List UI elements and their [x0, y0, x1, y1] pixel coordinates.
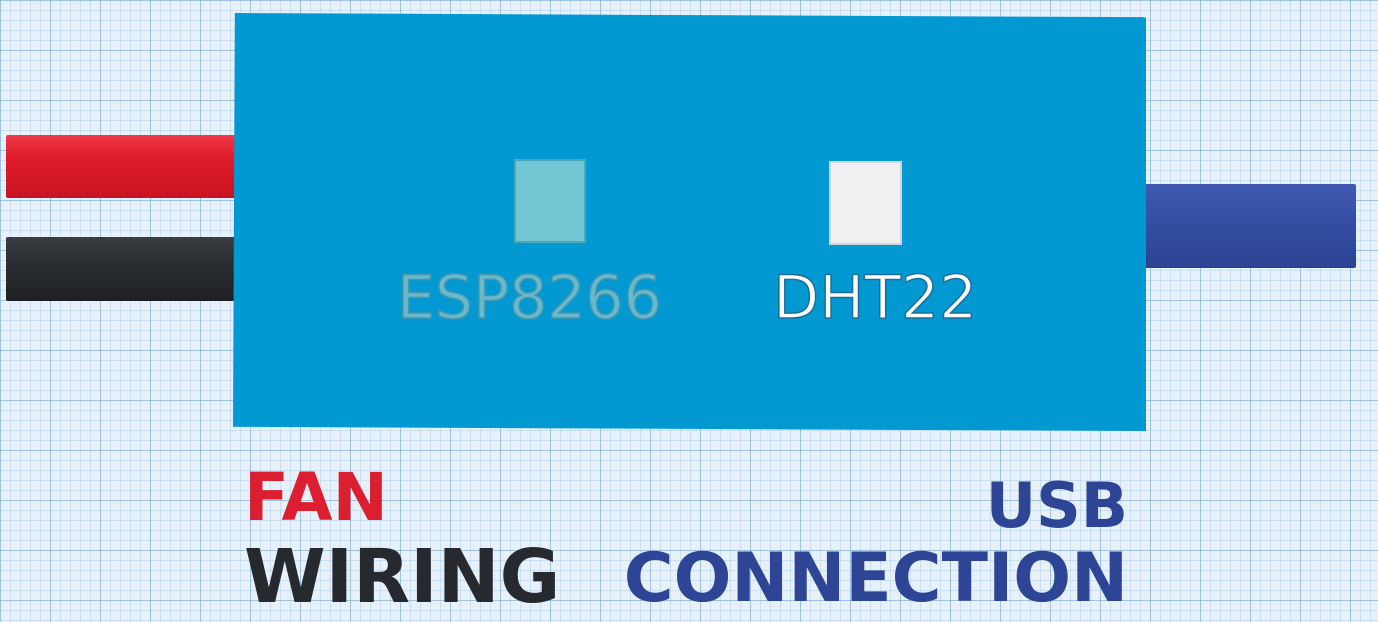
usb-connection-caption-line1: USB: [985, 469, 1128, 542]
black-fan-wire: [6, 237, 246, 301]
usb-connection-caption-line2: CONNECTION: [623, 539, 1128, 618]
dht22-sensor: [829, 161, 902, 245]
usb-cable: [1135, 184, 1356, 268]
fan-wiring-caption-line2: WIRING: [244, 534, 561, 620]
esp8266-module: [514, 159, 586, 243]
fan-wiring-caption-line1: FAN: [244, 459, 388, 536]
dht22-label: DHT22: [772, 263, 978, 333]
red-fan-wire: [6, 135, 246, 198]
enclosure-box: [233, 13, 1146, 431]
esp8266-label: ESP8266: [396, 263, 662, 333]
